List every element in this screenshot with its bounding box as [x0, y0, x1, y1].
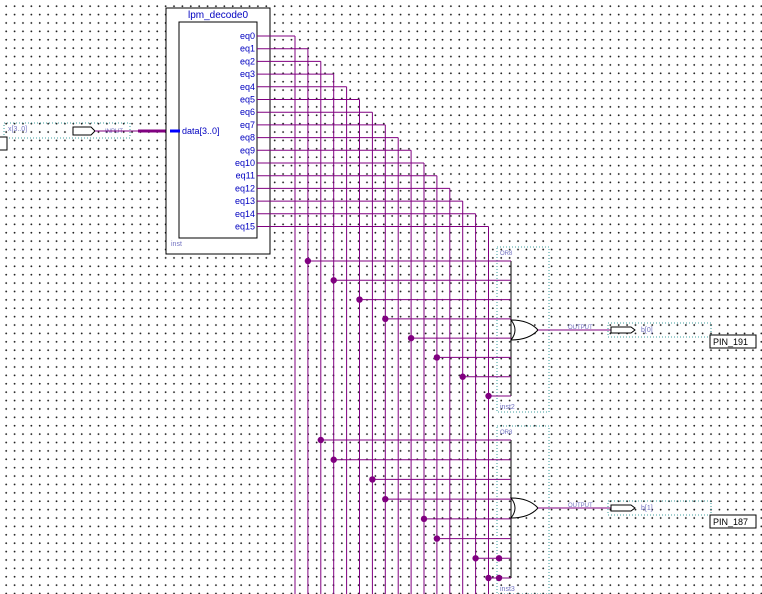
junction-dot-eq7: [382, 315, 389, 323]
junction-dot-eq14: [472, 555, 479, 562]
junction-dot-eq13: [459, 373, 466, 380]
junction-dot-eq10: [420, 515, 428, 523]
decoder-port-eq13: eq13: [235, 196, 255, 206]
pin-location-box: [709, 514, 757, 529]
or-gate-inst3[interactable]: OR8 inst3 OUTPUT b[1] PIN_187: [317, 425, 757, 594]
or-gate-body: [509, 319, 539, 341]
junction-dot-eq2: [317, 436, 324, 444]
decoder-instance: inst: [171, 241, 182, 248]
output-pin-border: [607, 500, 712, 516]
input-pin-type: INPUT: [105, 129, 123, 135]
gate-instance-label: inst2: [500, 404, 515, 411]
or-gate-body: [509, 497, 539, 519]
decoder-block[interactable]: lpm_decode0 data[3..0] inst eq0 eq1 eq2 eq3…: [165, 7, 271, 255]
junction-dot-gate-eq15: [495, 574, 503, 582]
output-pin-symbol[interactable]: [610, 326, 636, 334]
gate-instance-label: inst3: [500, 586, 515, 593]
decoder-port-eq3: eq3: [240, 69, 255, 79]
pin-location-label: PIN_191: [713, 337, 748, 347]
gate-type-label: OR8: [500, 430, 513, 436]
decoder-port-eq7: eq7: [240, 120, 255, 130]
junction-dot-eq1: [304, 257, 312, 265]
decoder-port-eq0: eq0: [240, 31, 255, 41]
decoder-port-eq9: eq9: [240, 145, 255, 155]
junction-dot-eq3: [330, 277, 337, 284]
decoder-port-eq10: eq10: [235, 158, 255, 168]
output-pin-name: b[1]: [641, 505, 653, 512]
junction-dot-eq5: [356, 296, 363, 303]
decoder-input-port: data[3..0]: [182, 126, 220, 136]
decoder-port-eq11: eq11: [236, 171, 255, 181]
junction-dot-eq15: [485, 392, 492, 400]
junction-dot-eq9: [407, 334, 415, 342]
output-pin-symbol[interactable]: [610, 504, 636, 512]
output-pin-border: [607, 322, 712, 338]
junction-dot-eq7: [382, 495, 389, 503]
pin-location-label: PIN_187: [713, 517, 748, 527]
decoder-port-eq15: eq15: [235, 222, 255, 232]
decoder-port-eq1: eq1: [240, 44, 255, 54]
junction-dot-eq3: [330, 456, 337, 463]
decoder-port-eq12: eq12: [235, 183, 255, 193]
junction-dot-gate-eq14: [495, 555, 503, 562]
output-pin-name: b[0]: [641, 327, 653, 334]
gate-border: [496, 246, 550, 413]
junction-dot-eq11: [433, 535, 441, 542]
decoder-port-eq2: eq2: [240, 56, 255, 66]
decoder-output-ports: eq0 eq1 eq2 eq3 eq4 eq5 eq6 eq7 eq8 eq9 eq10 eq11 eq…: [235, 31, 255, 232]
decoder-port-eq6: eq6: [240, 107, 255, 117]
gate-border: [496, 425, 550, 594]
input-pin-name: x[3..0]: [8, 126, 27, 133]
decoder-port-eq5: eq5: [240, 95, 255, 105]
junction-dot-eq6: [369, 476, 376, 483]
output-pin-type: OUTPUT: [568, 325, 593, 331]
or-gate-inst2[interactable]: OR8 inst2 OUTPUT b[0] PIN_191: [304, 246, 757, 413]
decoder-port-eq14: eq14: [235, 209, 255, 219]
wire-network: [257, 35, 489, 594]
decoder-title: lpm_decode0: [188, 10, 248, 21]
junction-dot-eq11: [433, 354, 441, 361]
input-pin[interactable]: x[3..0] INPUT: [3, 122, 180, 139]
decoder-port-eq8: eq8: [240, 133, 255, 143]
output-pin-type: OUTPUT: [568, 503, 593, 509]
junction-dot-eq15: [485, 574, 492, 582]
pin-location-box: [709, 334, 757, 349]
decoder-port-eq4: eq4: [240, 82, 255, 92]
input-location-box: [0, 136, 8, 151]
gate-type-label: OR8: [500, 251, 513, 257]
